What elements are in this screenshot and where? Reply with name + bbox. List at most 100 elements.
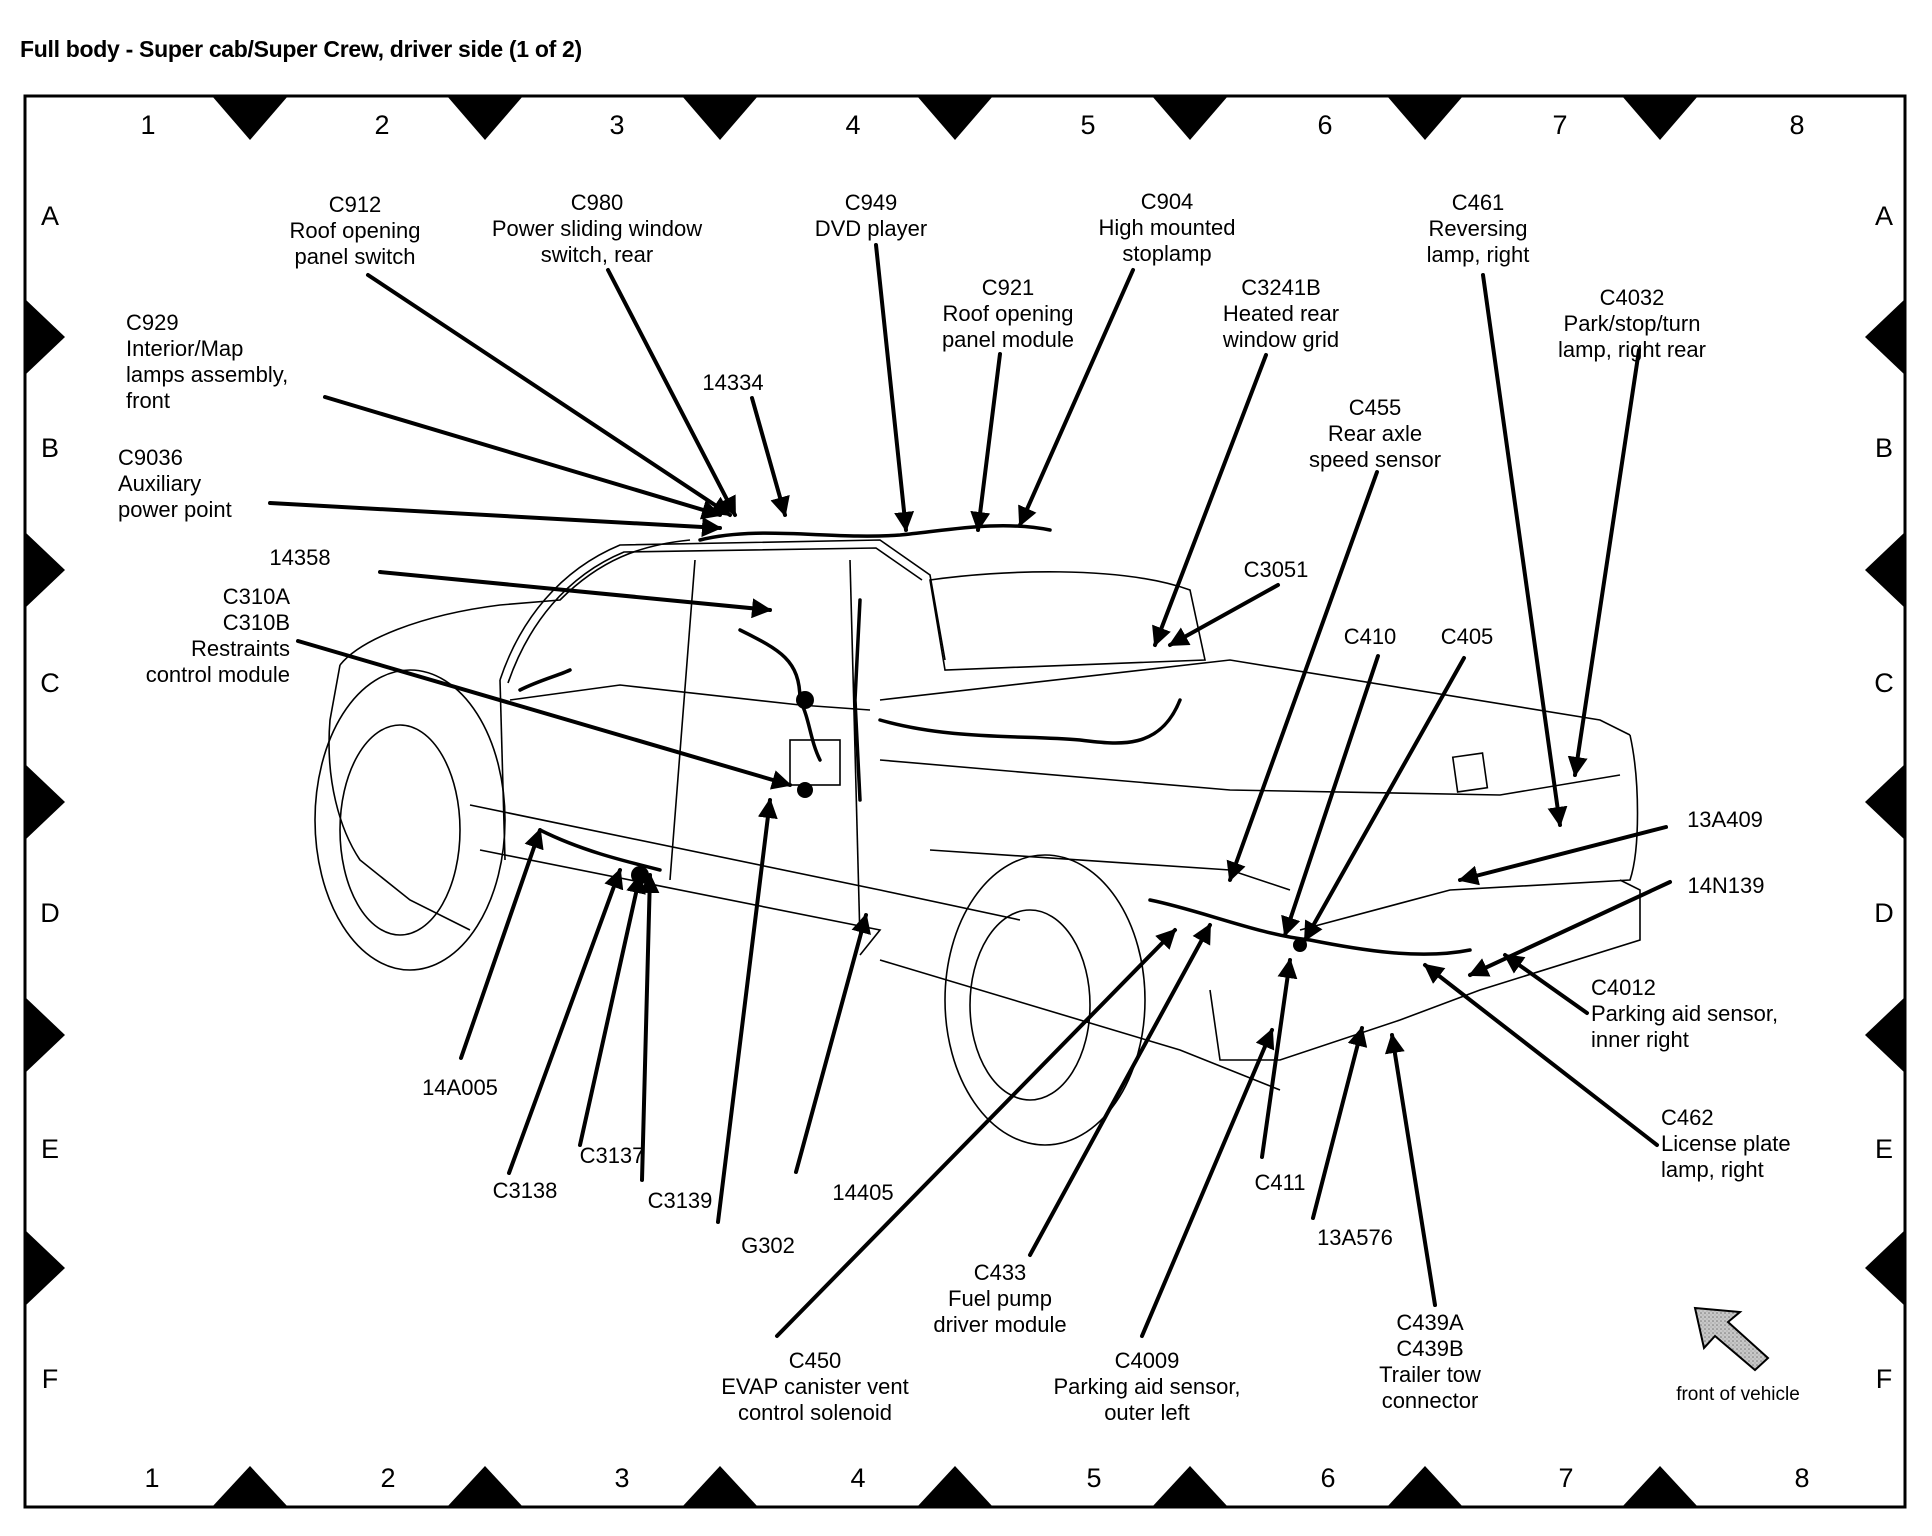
callout-text: 13A409 bbox=[1687, 807, 1763, 832]
grid-tick-right bbox=[1865, 1230, 1905, 1306]
leader-line-14a005 bbox=[459, 828, 544, 1060]
leader-line-c411 bbox=[1260, 958, 1298, 1159]
connector-description: High mounted bbox=[1099, 215, 1236, 240]
callout-14405: 14405 bbox=[832, 1180, 893, 1205]
connector-description: inner right bbox=[1591, 1027, 1689, 1052]
callout-text: 14358 bbox=[269, 545, 330, 570]
grid-row-label-left: A bbox=[41, 201, 59, 231]
truck-front-fender bbox=[328, 664, 471, 931]
connector-description: Interior/Map bbox=[126, 336, 243, 361]
connector-description: control module bbox=[146, 662, 290, 687]
bed-side-top bbox=[879, 759, 1621, 796]
connector-blob bbox=[797, 782, 813, 798]
callout-g302: G302 bbox=[741, 1233, 795, 1258]
grid-column-label-bottom: 7 bbox=[1558, 1463, 1573, 1493]
grid-column-label-bottom: 1 bbox=[144, 1463, 159, 1493]
rear-wheel bbox=[969, 909, 1091, 1101]
connector-description: Auxiliary bbox=[118, 471, 201, 496]
connector-id: C4012 bbox=[1591, 975, 1656, 1000]
grid-tick-left bbox=[25, 764, 65, 840]
callout-text: C3051 bbox=[1244, 557, 1309, 582]
connector-description: lamp, right rear bbox=[1558, 337, 1706, 362]
connector-id: C410 bbox=[1344, 624, 1397, 649]
leader-lines bbox=[268, 243, 1672, 1338]
grid-tick-right bbox=[1865, 532, 1905, 608]
callout-text: 14334 bbox=[702, 370, 763, 395]
connector-id: C450 bbox=[789, 1348, 842, 1373]
bed-lower bbox=[879, 959, 1281, 1091]
grid-column-label-top: 7 bbox=[1552, 110, 1567, 140]
connector-id: C3138 bbox=[493, 1178, 558, 1203]
connector-id: C949 bbox=[845, 190, 898, 215]
connector-id: C310A bbox=[223, 584, 291, 609]
connector-description: Fuel pump bbox=[948, 1286, 1052, 1311]
grid-column-label-bottom: 3 bbox=[614, 1463, 629, 1493]
connector-id: 14A005 bbox=[422, 1075, 498, 1100]
callout-14a005: 14A005 bbox=[422, 1075, 498, 1100]
connector-id: C433 bbox=[974, 1260, 1027, 1285]
callout-14334: 14334 bbox=[702, 370, 763, 395]
connector-description: Heated rear bbox=[1223, 301, 1339, 326]
callout-c3138: C3138 bbox=[493, 1178, 558, 1203]
connector-description: lamp, right bbox=[1661, 1157, 1764, 1182]
grid-markers bbox=[25, 96, 1905, 1507]
grid-row-label-left: E bbox=[41, 1134, 59, 1164]
front-of-vehicle-indicator: front of vehicle bbox=[1676, 1306, 1800, 1405]
leader-line-c980 bbox=[606, 268, 737, 517]
callout-text: 14A005 bbox=[422, 1075, 498, 1100]
grid-column-label-top: 4 bbox=[845, 110, 860, 140]
connector-description: License plate bbox=[1661, 1131, 1791, 1156]
leader-line-c433 bbox=[1028, 923, 1212, 1257]
connector-description: lamps assembly, bbox=[126, 362, 288, 387]
grid-tick-top bbox=[447, 96, 523, 140]
callout-c3137: C3137 bbox=[580, 1143, 645, 1168]
connector-id: C3137 bbox=[580, 1143, 645, 1168]
grid-column-label-bottom: 5 bbox=[1086, 1463, 1101, 1493]
connector-description: Reversing bbox=[1428, 216, 1527, 241]
grid-column-label-top: 6 bbox=[1317, 110, 1332, 140]
grid-tick-top bbox=[1387, 96, 1463, 140]
leader-line-c912 bbox=[366, 273, 732, 517]
leader-line-14358 bbox=[378, 570, 772, 619]
leader-line-14334 bbox=[750, 396, 790, 517]
leader-line-c4009 bbox=[1140, 1028, 1275, 1338]
connector-description: panel switch bbox=[294, 244, 415, 269]
grid-row-label-right: B bbox=[1875, 433, 1893, 463]
connector-description: EVAP canister vent bbox=[721, 1374, 909, 1399]
grid-row-label-right: C bbox=[1874, 668, 1894, 698]
cab-window-line bbox=[509, 684, 871, 711]
connector-description: switch, rear bbox=[541, 242, 653, 267]
grid-tick-right bbox=[1865, 764, 1905, 840]
grid-tick-right bbox=[1865, 299, 1905, 375]
tailgate bbox=[1299, 734, 1639, 931]
tailgate-handle bbox=[1451, 752, 1489, 793]
connector-description: Power sliding window bbox=[492, 216, 702, 241]
grid-column-label-bottom: 4 bbox=[850, 1463, 865, 1493]
connector-description: stoplamp bbox=[1122, 241, 1211, 266]
connector-id: C411 bbox=[1255, 1170, 1306, 1195]
grid-tick-bottom bbox=[1387, 1466, 1463, 1507]
connector-id: 14405 bbox=[832, 1180, 893, 1205]
grid-row-label-left: C bbox=[40, 668, 60, 698]
grid-tick-bottom bbox=[917, 1466, 993, 1507]
connector-id: 14358 bbox=[269, 545, 330, 570]
callout-c3051: C3051 bbox=[1244, 557, 1309, 582]
connector-description: speed sensor bbox=[1309, 447, 1441, 472]
rear-wheel-arch bbox=[944, 854, 1146, 1146]
leader-line-c405 bbox=[1303, 656, 1466, 942]
callout-text: 14N139 bbox=[1687, 873, 1764, 898]
grid-tick-top bbox=[212, 96, 288, 140]
connector-description: window grid bbox=[1222, 327, 1339, 352]
connector-id: 14334 bbox=[702, 370, 763, 395]
callout-text: C410 bbox=[1344, 624, 1397, 649]
leader-line-14405 bbox=[794, 913, 871, 1174]
grid-tick-left bbox=[25, 1230, 65, 1306]
grid-tick-bottom bbox=[1152, 1466, 1228, 1507]
callout-14358: 14358 bbox=[269, 545, 330, 570]
